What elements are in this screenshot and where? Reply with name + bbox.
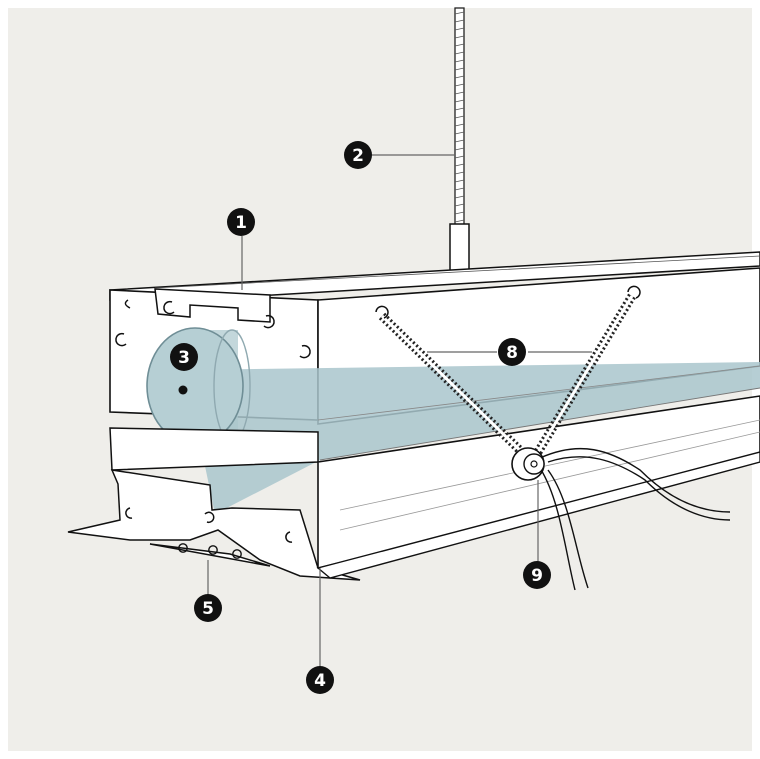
callout-4: 4 (306, 666, 334, 694)
svg-text:1: 1 (235, 213, 247, 233)
svg-text:2: 2 (352, 146, 364, 166)
callout-2: 2 (344, 141, 372, 169)
callout-1: 1 (227, 208, 255, 236)
tension-springs (375, 285, 641, 466)
pull-cords (539, 447, 731, 591)
svg-text:5: 5 (202, 599, 214, 619)
top-cover-profile (154, 288, 271, 323)
fabric-sheet (185, 362, 760, 514)
callout-3: 3 (170, 343, 198, 371)
bottom-profile (67, 469, 361, 581)
cable-gripper (449, 223, 470, 277)
lower-rail-profile (109, 427, 319, 471)
fabric-roller (146, 327, 251, 445)
callout-leader-lines (207, 154, 592, 668)
lower-rail-front (317, 395, 760, 570)
svg-text:9: 9 (531, 566, 543, 586)
svg-text:3: 3 (178, 348, 190, 368)
callout-5: 5 (194, 594, 222, 622)
svg-text:4: 4 (314, 671, 326, 691)
callout-8: 8 (498, 338, 526, 366)
callout-9: 9 (523, 561, 551, 589)
svg-text:8: 8 (506, 343, 518, 363)
pulley-wheel (511, 447, 545, 481)
